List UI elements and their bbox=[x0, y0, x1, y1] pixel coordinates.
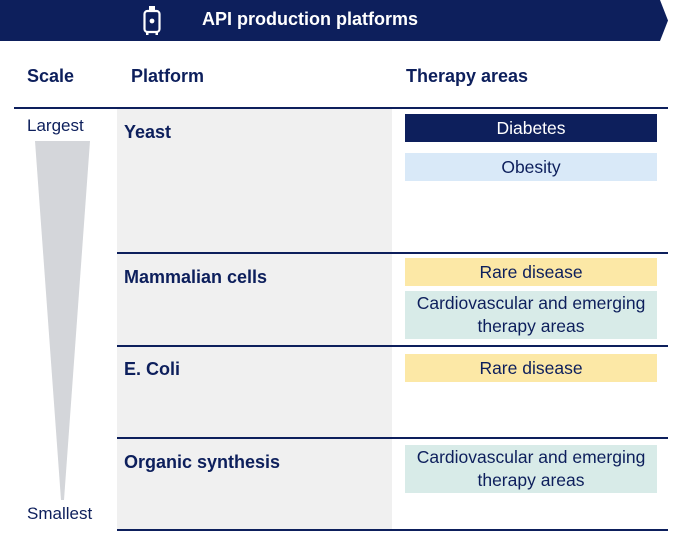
scale-label-largest: Largest bbox=[27, 116, 84, 135]
header-divider bbox=[14, 107, 668, 109]
platform-yeast: Yeast bbox=[124, 122, 172, 142]
column-header-scale: Scale bbox=[27, 66, 75, 86]
therapy-tag-diabetes: Diabetes bbox=[405, 114, 657, 142]
row-divider-1 bbox=[117, 252, 668, 254]
page-title: API production platforms bbox=[202, 9, 418, 29]
platform-mammalian-cells: Mammalian cells bbox=[124, 267, 268, 287]
therapy-tag-cardiovascular: Cardiovascular and emerging therapy area… bbox=[405, 291, 657, 339]
row-divider-3 bbox=[117, 437, 668, 439]
column-header-platform: Platform bbox=[131, 66, 205, 86]
therapy-tag-rare-disease: Rare disease bbox=[405, 258, 657, 286]
therapy-tag-cardiovascular: Cardiovascular and emerging therapy area… bbox=[405, 445, 657, 493]
header-banner-shape bbox=[0, 0, 668, 41]
bioreactor-icon bbox=[139, 5, 165, 35]
scale-wedge bbox=[35, 141, 90, 500]
therapy-tag-rare-disease: Rare disease bbox=[405, 354, 657, 382]
platform-organic-synthesis: Organic synthesis bbox=[124, 452, 281, 472]
platform-column-background bbox=[117, 108, 392, 530]
row-divider-2 bbox=[117, 345, 668, 347]
bottom-divider bbox=[117, 529, 668, 531]
scale-label-smallest: Smallest bbox=[27, 504, 93, 523]
therapy-tag-obesity: Obesity bbox=[405, 153, 657, 181]
platform-e-coli: E. Coli bbox=[124, 359, 181, 379]
header-banner: API production platforms bbox=[0, 0, 689, 41]
column-header-therapy-areas: Therapy areas bbox=[406, 66, 529, 86]
